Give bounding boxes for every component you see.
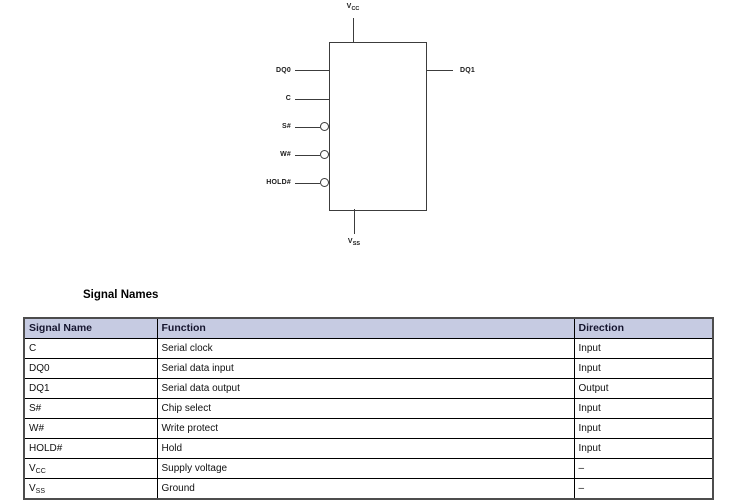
header-signal-name: Signal Name — [23, 317, 158, 339]
table-row: VSS Ground – — [23, 478, 714, 500]
function-cell: Write protect — [156, 418, 575, 439]
table-row: S# Chip select Input — [23, 398, 714, 419]
pin-line-w — [295, 155, 320, 156]
direction-cell: – — [573, 458, 714, 479]
signal-cell: S# — [23, 398, 158, 419]
chip-body — [329, 42, 427, 211]
pin-label-vss-base: V — [347, 238, 353, 245]
pin-label-dq0: DQ0 — [276, 67, 291, 74]
signal-cell: DQ1 — [23, 378, 158, 399]
direction-cell: Input — [573, 398, 714, 419]
header-direction: Direction — [573, 317, 714, 339]
pin-label-vcc-sub: CC — [351, 5, 360, 12]
inversion-bubble-hold — [320, 178, 329, 187]
pin-line-vss — [354, 209, 355, 234]
pin-label-vcc-base: V — [346, 3, 352, 10]
table-row: W# Write protect Input — [23, 418, 714, 439]
direction-cell: Input — [573, 338, 714, 359]
signal-cell: VSS — [23, 478, 158, 500]
function-cell: Serial data output — [156, 378, 575, 399]
pin-line-vcc — [353, 18, 354, 42]
signal-cell: HOLD# — [23, 438, 158, 459]
table-title: Signal Names — [83, 289, 159, 301]
pin-label-w: W# — [280, 151, 291, 158]
pin-label-s: S# — [282, 123, 291, 130]
table-row: C Serial clock Input — [23, 338, 714, 359]
table-row: DQ0 Serial data input Input — [23, 358, 714, 379]
function-cell: Serial data input — [156, 358, 575, 379]
pin-label-c: C — [285, 95, 291, 102]
function-cell: Serial clock — [156, 338, 575, 359]
pin-line-s — [295, 127, 320, 128]
pin-label-hold: HOLD# — [266, 179, 291, 186]
pin-line-dq0 — [295, 70, 329, 71]
direction-cell: Output — [573, 378, 714, 399]
direction-cell: – — [573, 478, 714, 500]
function-cell: Hold — [156, 438, 575, 459]
signal-text: HOLD# — [29, 442, 63, 454]
function-cell: Supply voltage — [156, 458, 575, 479]
function-cell: Ground — [156, 478, 575, 500]
signal-names-table: Signal Name Function Direction C Serial … — [23, 317, 714, 500]
pin-label-vcc: VCC — [333, 2, 373, 12]
pin-label-vss: VSS — [334, 237, 374, 247]
pin-label-vss-sub: SS — [352, 240, 361, 247]
table-row: VCC Supply voltage – — [23, 458, 714, 479]
direction-cell: Input — [573, 438, 714, 459]
pin-line-c — [295, 99, 329, 100]
signal-cell: W# — [23, 418, 158, 439]
function-cell: Chip select — [156, 398, 575, 419]
header-function: Function — [156, 317, 575, 339]
signal-text: DQ0 — [29, 362, 50, 374]
signal-text: V — [29, 462, 36, 474]
signal-cell: C — [23, 338, 158, 359]
signal-text: V — [29, 482, 36, 494]
table-header-row: Signal Name Function Direction — [23, 317, 714, 339]
signal-cell: DQ0 — [23, 358, 158, 379]
pin-line-dq1 — [426, 70, 453, 71]
direction-cell: Input — [573, 418, 714, 439]
signal-cell: VCC — [23, 458, 158, 479]
table-row: HOLD# Hold Input — [23, 438, 714, 459]
direction-cell: Input — [573, 358, 714, 379]
signal-text: W# — [29, 422, 44, 434]
inversion-bubble-w — [320, 150, 329, 159]
pin-line-hold — [295, 183, 320, 184]
signal-text: C — [29, 342, 37, 354]
signal-subscript: SS — [35, 488, 46, 495]
table-row: DQ1 Serial data output Output — [23, 378, 714, 399]
inversion-bubble-s — [320, 122, 329, 131]
signal-text: S# — [29, 402, 42, 414]
signal-subscript: CC — [35, 468, 46, 475]
signal-text: DQ1 — [29, 382, 50, 394]
pin-label-dq1: DQ1 — [460, 67, 475, 74]
